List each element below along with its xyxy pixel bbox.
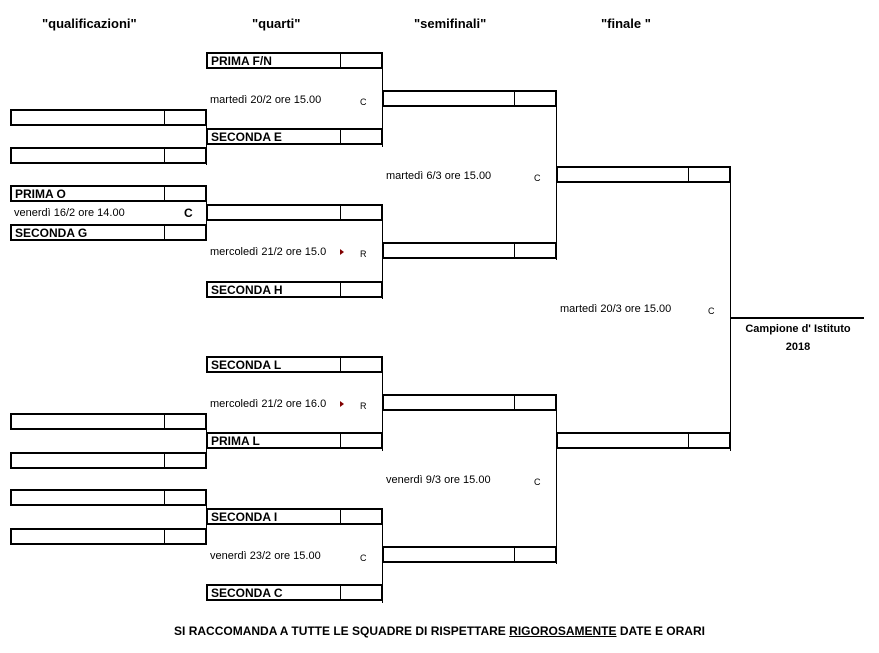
- qual-slot-4: SECONDA G: [10, 224, 207, 241]
- semi-slot-3: [382, 394, 557, 411]
- quarter-slot-8: SECONDA C: [206, 584, 383, 601]
- quarter-match-4-info: venerdì 23/2 ore 15.00: [210, 550, 321, 562]
- semi-slot-4: [382, 546, 557, 563]
- qual-slot-7: [10, 489, 207, 506]
- quarter-match-3-code: R: [360, 401, 367, 411]
- header-qualificazioni: "qualificazioni": [42, 16, 137, 31]
- qual-slot-1: [10, 109, 207, 126]
- champion-label: Campione d' Istituto 2018: [731, 320, 865, 356]
- qual-match-info: venerdì 16/2 ore 14.00: [14, 207, 125, 219]
- quarter-match-2-code: R: [360, 249, 367, 259]
- overflow-arrow-icon: [340, 249, 344, 255]
- quarter-slot-5: SECONDA L: [206, 356, 383, 373]
- champion-year: 2018: [785, 341, 811, 353]
- quarter-slot-6: PRIMA L: [206, 432, 383, 449]
- quarter-slot-1: PRIMA F/N: [206, 52, 383, 69]
- quarter-slot-7: SECONDA I: [206, 508, 383, 525]
- quarter-slot-3: [206, 204, 383, 221]
- final-slot-2: [556, 432, 731, 449]
- semi-match-1-info: martedì 6/3 ore 15.00: [386, 170, 492, 182]
- quarter-slot-2: SECONDA E: [206, 128, 383, 145]
- overflow-arrow-icon: [340, 401, 344, 407]
- champion-title: Campione d' Istituto: [745, 323, 851, 335]
- final-slot-1: [556, 166, 731, 183]
- footer-notice: SI RACCOMANDA A TUTTE LE SQUADRE DI RISP…: [0, 624, 879, 638]
- semi-match-1-code: C: [534, 173, 541, 183]
- header-semifinali: "semifinali": [414, 16, 487, 31]
- quarter-match-1-code: C: [360, 97, 367, 107]
- quarter-match-1-info: martedì 20/2 ore 15.00: [210, 94, 322, 106]
- final-match-info: martedì 20/3 ore 15.00: [560, 303, 672, 315]
- semi-slot-2: [382, 242, 557, 259]
- qual-match-code: C: [184, 206, 193, 220]
- quarter-match-4-code: C: [360, 553, 367, 563]
- semi-slot-1: [382, 90, 557, 107]
- qual-slot-3: PRIMA O: [10, 185, 207, 202]
- header-finale: "finale ": [601, 16, 651, 31]
- semi-match-2-info: venerdì 9/3 ore 15.00: [386, 474, 491, 486]
- semi-match-2-code: C: [534, 477, 541, 487]
- quarter-match-3-info: mercoledì 21/2 ore 16.0: [210, 398, 327, 410]
- quarter-slot-4: SECONDA H: [206, 281, 383, 298]
- footer-text-after: DATE E ORARI: [616, 624, 705, 638]
- qual-slot-2: [10, 147, 207, 164]
- footer-text-before: SI RACCOMANDA A TUTTE LE SQUADRE DI RISP…: [174, 624, 510, 638]
- final-match-code: C: [708, 306, 715, 316]
- qual-slot-6: [10, 452, 207, 469]
- footer-emphasis: RIGOROSAMENTE: [509, 624, 617, 638]
- quarter-match-2-info: mercoledì 21/2 ore 15.0: [210, 246, 327, 258]
- qual-slot-5: [10, 413, 207, 430]
- qual-slot-8: [10, 528, 207, 545]
- header-quarti: "quarti": [252, 16, 301, 31]
